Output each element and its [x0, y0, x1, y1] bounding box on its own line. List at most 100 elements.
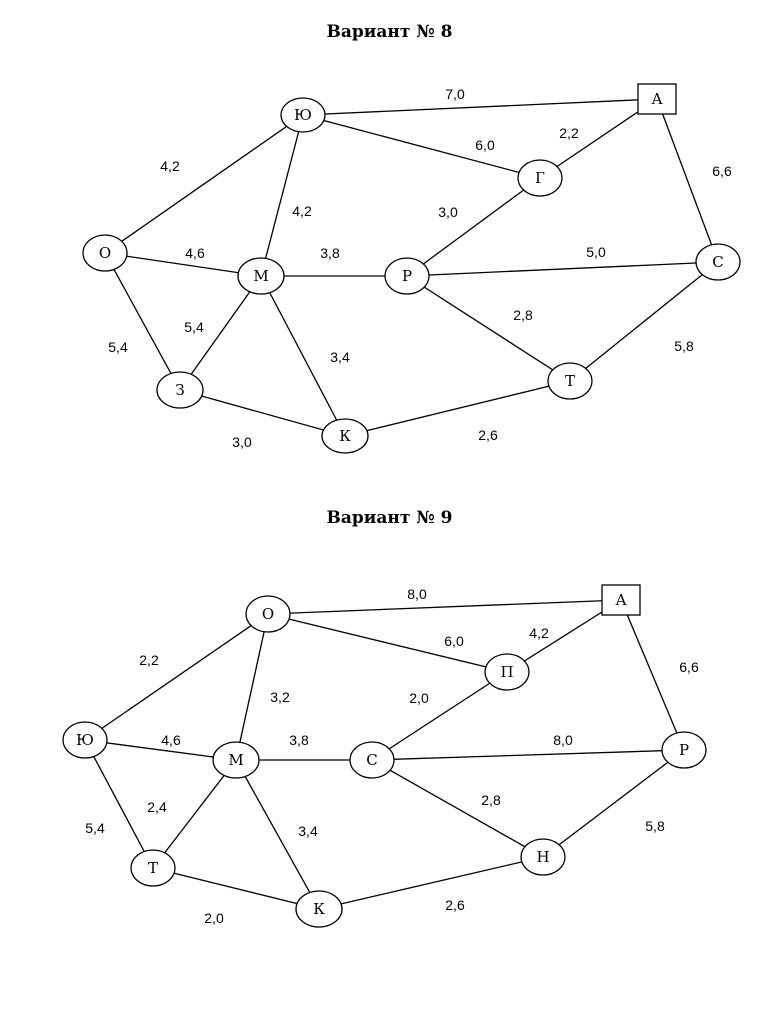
edge-weight-Yu-A: 7,0 [445, 86, 465, 102]
node-N-label: Н [536, 848, 549, 866]
edge-R-S [406, 261, 719, 277]
edge-weight-M-K: 3,4 [298, 823, 318, 839]
edge-weight-G-A: 2,2 [559, 125, 579, 141]
node-Yu-shape [62, 721, 108, 759]
node-S-label: С [712, 253, 723, 271]
edge-weight-O-M: 4,6 [185, 245, 205, 261]
edge-M-K [260, 275, 346, 437]
edge-weight-A-S: 6,6 [712, 163, 732, 179]
edge-weight-O-A: 8,0 [407, 586, 427, 602]
edge-S-P [371, 671, 508, 761]
node-P-shape [484, 653, 530, 691]
edge-R-T [406, 275, 571, 382]
node-O-shape [245, 595, 291, 633]
node-S-shape [349, 741, 395, 779]
node-G-shape [517, 159, 563, 197]
variant-8-title: Вариант № 8 [326, 22, 453, 42]
edge-weight-Yu-M: 4,2 [292, 203, 312, 219]
node-K-label: К [339, 427, 351, 445]
node-R-shape [384, 257, 430, 295]
edge-S-R [371, 749, 685, 761]
edge-Z-K [179, 389, 346, 437]
edge-weight-O-P: 6,0 [444, 633, 464, 649]
node-R-shape [661, 731, 707, 769]
edge-weight-M-R: 3,8 [320, 245, 340, 261]
node-Yu-label: Ю [294, 106, 312, 124]
edge-Yu-A [302, 98, 658, 116]
edge-R-G [406, 177, 541, 277]
edge-weight-S-P: 2,0 [409, 690, 429, 706]
edge-K-N [318, 856, 544, 910]
edge-weight-O-Z: 5,4 [108, 339, 128, 355]
edge-T-S [569, 261, 719, 382]
edge-Yu-O [84, 613, 269, 741]
edge-T-K [152, 867, 320, 910]
node-A-label: А [615, 591, 627, 609]
node-M-label: М [228, 751, 243, 769]
edge-Yu-M [260, 114, 304, 277]
edge-weight-R-G: 3,0 [438, 204, 458, 220]
node-M-shape [237, 257, 285, 295]
node-A-label: А [651, 90, 663, 108]
edge-O-Z [104, 252, 181, 391]
node-M-label: М [253, 267, 268, 285]
edge-O-A [267, 599, 622, 615]
edge-Yu-G [302, 114, 541, 179]
edge-weight-Yu-G: 6,0 [475, 137, 495, 153]
edge-M-K [235, 759, 320, 910]
edge-weight-A-R: 6,6 [679, 659, 699, 675]
edge-weight-P-A: 4,2 [529, 625, 549, 641]
edge-Yu-T [84, 739, 154, 869]
edge-weight-R-S: 5,0 [586, 244, 606, 260]
edge-K-T [344, 380, 571, 437]
node-M-shape [212, 741, 260, 779]
node-T-shape [130, 849, 176, 887]
node-K-label: К [313, 900, 325, 918]
node-K-shape [295, 890, 343, 928]
node-T-label: Т [148, 859, 158, 877]
edge-O-M [235, 613, 269, 761]
edge-S-N [371, 759, 544, 858]
node-N-shape [520, 838, 566, 876]
node-A-shape [601, 584, 641, 616]
edge-O-P [267, 613, 508, 673]
edge-A-S [656, 98, 719, 263]
node-T-label: Т [565, 372, 575, 390]
edge-weight-M-T: 2,4 [147, 799, 167, 815]
edge-O-M [104, 252, 262, 277]
edge-Yu-M [84, 739, 237, 761]
node-T-shape [547, 362, 593, 400]
node-Z-shape [156, 371, 204, 409]
edge-weight-Z-K: 3,0 [232, 434, 252, 450]
edge-weight-M-Z: 5,4 [184, 319, 204, 335]
edge-weight-R-T: 2,8 [513, 307, 533, 323]
edge-N-R [542, 749, 685, 858]
variant-9-title: Вариант № 9 [326, 508, 453, 528]
node-R-label: Р [402, 267, 412, 285]
graph-v8: Ю А Г О М Р С З К Т 7,0 6,0 2,2 6,6 4,2 4,2 4,6 3,8 3,0 5,0… [82, 83, 741, 454]
edge-weight-Yu-O: 2,2 [139, 652, 159, 668]
node-S-shape [695, 243, 741, 281]
edge-A-R [620, 599, 685, 751]
edge-weight-O-Yu: 4,2 [160, 158, 180, 174]
node-O-label: О [99, 244, 111, 262]
node-Z-label: З [175, 381, 184, 399]
edge-O-Yu [104, 114, 304, 254]
edge-weight-Yu-T: 5,4 [85, 820, 105, 836]
node-S-label: С [366, 751, 377, 769]
edge-weight-S-N: 2,8 [481, 792, 501, 808]
edge-weight-K-T: 2,6 [478, 427, 498, 443]
edge-weight-N-R: 5,8 [645, 818, 665, 834]
edge-weight-T-K: 2,0 [204, 910, 224, 926]
node-G-label: Г [535, 169, 545, 187]
node-Yu-shape [280, 97, 326, 133]
edge-weight-K-N: 2,6 [445, 897, 465, 913]
node-P-label: П [500, 663, 513, 681]
node-O-shape [82, 234, 128, 272]
node-O-label: О [262, 605, 274, 623]
edge-weight-M-K: 3,4 [330, 349, 350, 365]
edge-weight-T-S: 5,8 [674, 338, 694, 354]
edge-M-T [152, 759, 237, 869]
